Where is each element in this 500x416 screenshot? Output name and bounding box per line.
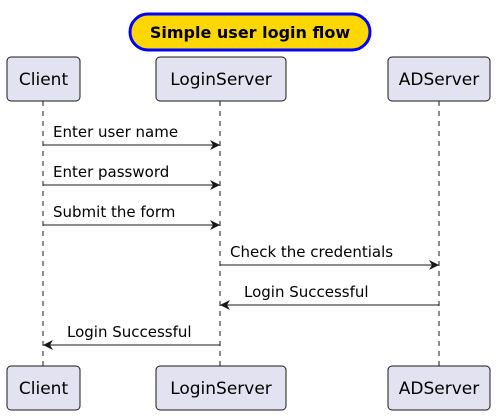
message-label: Check the credentials [230, 243, 393, 261]
participant-box [387, 365, 491, 411]
message-label: Enter user name [53, 123, 178, 141]
participants-top: Client LoginServer ADServer [6, 56, 491, 102]
participant-loginserver-top: LoginServer [155, 56, 287, 102]
participant-label: LoginServer [170, 70, 272, 90]
message-label: Submit the form [53, 203, 175, 221]
message-6: Login Successful [43, 323, 220, 350]
participant-box [387, 56, 491, 102]
participant-box [6, 365, 81, 411]
participant-client-top: Client [6, 56, 81, 102]
participant-label: Client [19, 379, 69, 399]
participant-box [155, 365, 287, 411]
participant-label: ADServer [399, 70, 479, 90]
title-text: Simple user login flow [150, 23, 350, 42]
message-5: Login Successful [220, 283, 439, 310]
participant-label: Client [19, 70, 69, 90]
message-label: Enter password [53, 163, 169, 181]
participant-label: LoginServer [170, 379, 272, 399]
title-box [128, 12, 372, 52]
message-1: Enter user name [43, 123, 220, 150]
participant-label: ADServer [399, 379, 479, 399]
participant-box [155, 56, 287, 102]
participant-adserver-bottom: ADServer [387, 365, 491, 411]
participant-client-bottom: Client [6, 365, 81, 411]
diagram-title: Simple user login flow [128, 12, 372, 52]
message-label: Login Successful [244, 283, 369, 301]
message-2: Enter password [43, 163, 220, 190]
participant-box [6, 56, 81, 102]
message-4: Check the credentials [220, 243, 439, 270]
participant-loginserver-bottom: LoginServer [155, 365, 287, 411]
participant-adserver-top: ADServer [387, 56, 491, 102]
participants-bottom: Client LoginServer ADServer [6, 365, 491, 411]
message-label: Login Successful [67, 323, 192, 341]
message-3: Submit the form [43, 203, 220, 230]
